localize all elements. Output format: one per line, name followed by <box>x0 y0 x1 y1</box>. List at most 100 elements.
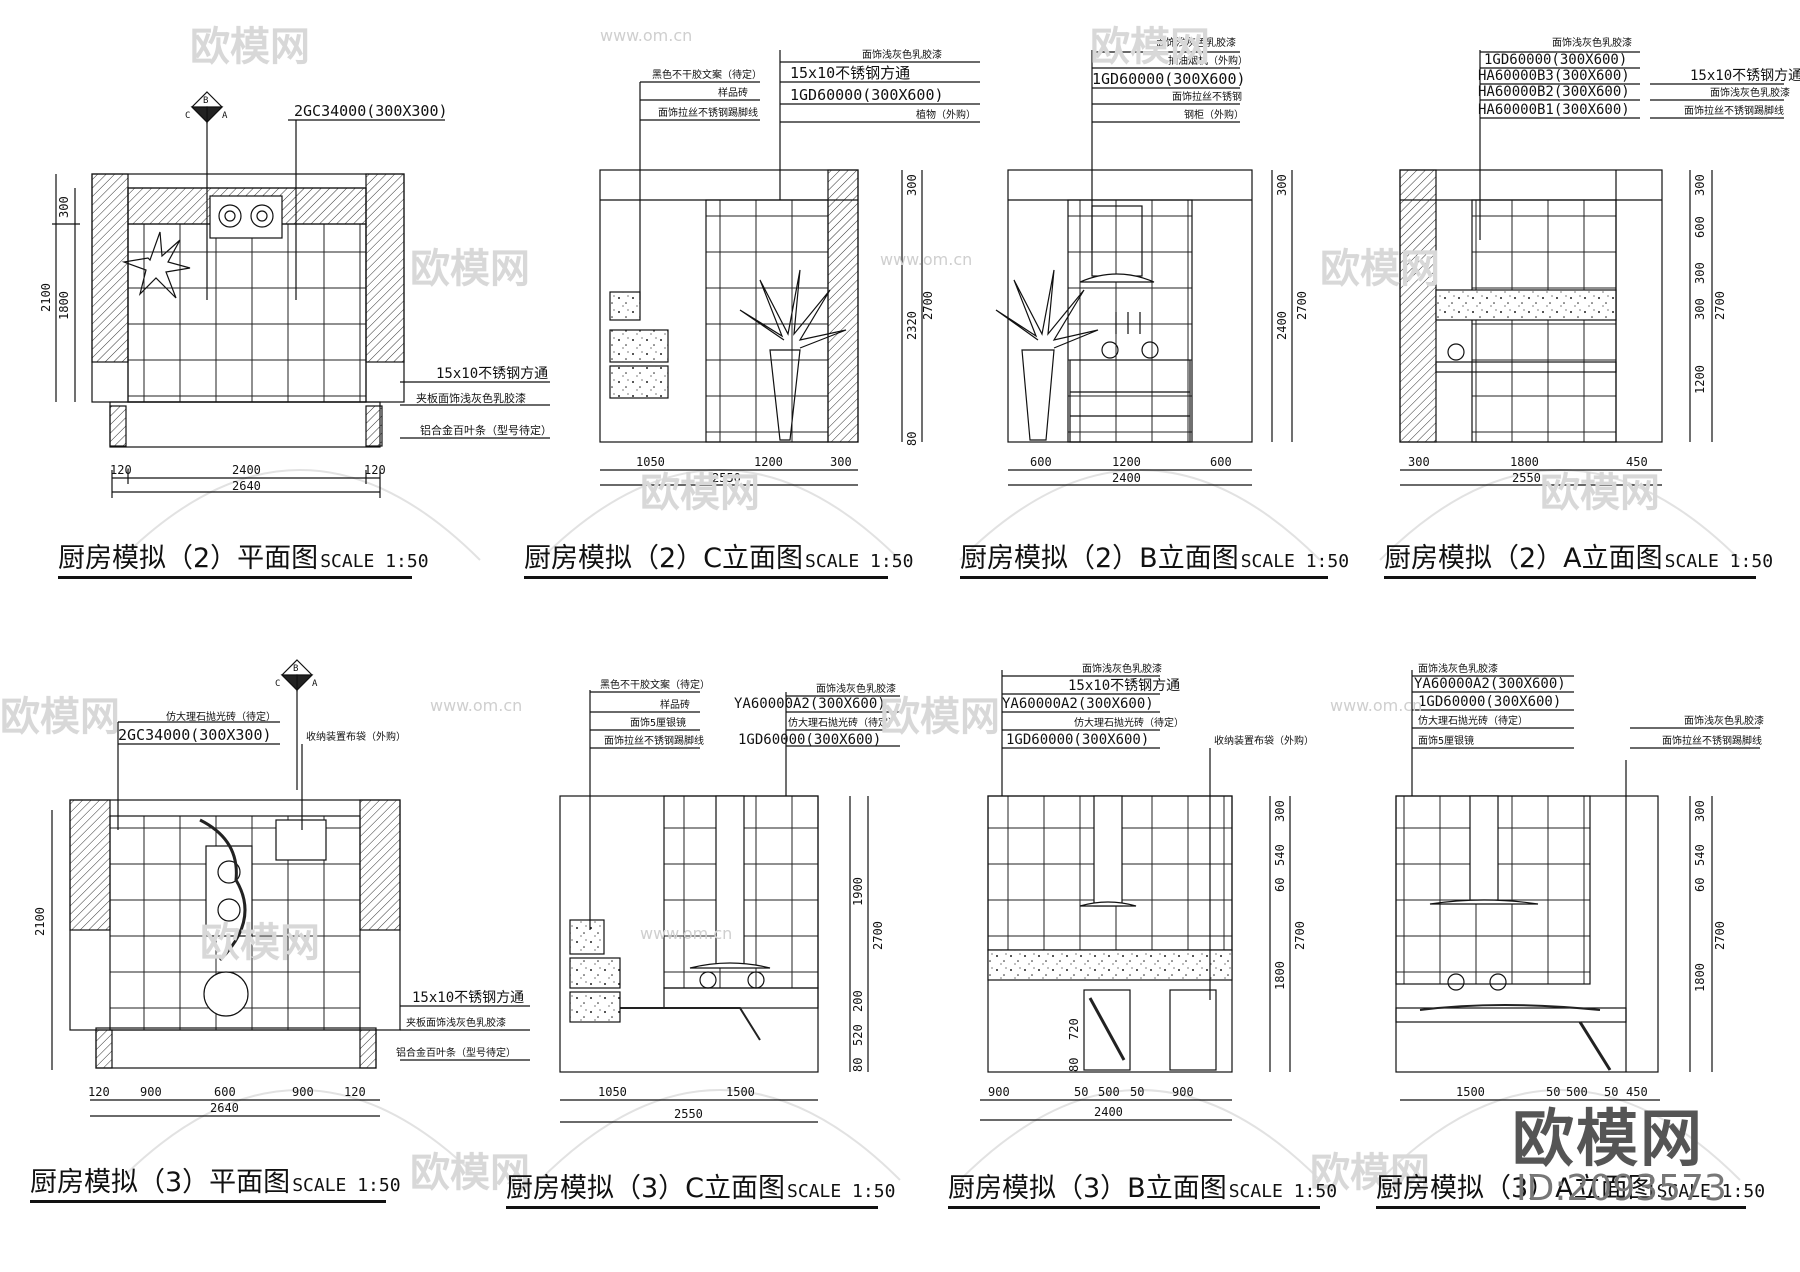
plan2-note-2: 夹板面饰浅灰色乳胶漆 <box>416 391 526 405</box>
b2-dim-b3: 600 <box>1210 455 1232 469</box>
plan3-compass-b: B <box>293 664 298 674</box>
title-a2-scale: SCALE 1:50 <box>1664 551 1774 572</box>
b2-dim-r2: 2400 <box>1275 311 1289 340</box>
c2-note-r4: 植物（外购） <box>916 108 976 121</box>
plan2-compass-a: A <box>222 111 228 121</box>
c2-dim-r1: 300 <box>905 174 919 196</box>
a2-note-r2: 面饰浅灰色乳胶漆 <box>1710 86 1790 99</box>
b3-note-5: 1GD60000(300X600) <box>1006 732 1149 748</box>
b3-note-2: 15x10不锈钢方通 <box>1068 678 1180 694</box>
b2-dim-r3: 2700 <box>1295 291 1309 320</box>
elev-b2 <box>995 50 1293 486</box>
elev-a3 <box>1395 670 1760 1101</box>
a2-dim-b2: 1800 <box>1510 455 1539 469</box>
c3-note-3: 面饰5厘银镜 <box>630 716 686 729</box>
title-plan2-label: 厨房模拟（2）平面图 <box>58 543 319 574</box>
plan3-note-3: 铝合金百叶条（型号待定） <box>396 1046 516 1059</box>
brand-logo: 欧模网 <box>1512 1102 1705 1175</box>
elev-a3-text: 面饰浅灰色乳胶漆 YA60000A2(300X600) 1GD60000(300… <box>1414 662 1764 1099</box>
b2-note-2: 抽油烟机（外购） <box>1168 54 1248 67</box>
a2-dim-b3: 450 <box>1626 455 1648 469</box>
elev-c3 <box>559 690 900 1123</box>
c3-note-4: 面饰拉丝不锈钢踢脚线 <box>604 734 704 747</box>
title-plan2-scale: SCALE 1:50 <box>320 551 429 572</box>
title-plan3-label: 厨房模拟（3）平面图 <box>30 1167 291 1198</box>
brand-id: ID:2093573 <box>1516 1168 1727 1209</box>
a2-dim-r4: 300 <box>1693 298 1707 320</box>
title-a3-label: 厨房模拟（3）A立面图 <box>1376 1173 1655 1204</box>
plan-3-text: B C A 仿大理石抛光砖（待定） 2GC34000(300X300) 收纳装置… <box>33 664 524 1115</box>
b3-dim-r4: 2700 <box>1293 921 1307 950</box>
a3-dim-b4: 50 <box>1604 1085 1618 1099</box>
plan2-dim-b1: 120 <box>110 463 132 477</box>
elev-a2-text: 面饰浅灰色乳胶漆 1GD60000(300X600) HA60000B3(300… <box>1408 36 1800 485</box>
c2-note-r3: 1GD60000(300X600) <box>790 86 944 104</box>
b3-dim-l1: 80 <box>1067 1058 1081 1072</box>
c2-dim-b3: 300 <box>830 455 852 469</box>
plant-icon <box>739 269 847 441</box>
plan2-tile-code: 2GC34000(300X300) <box>294 102 448 120</box>
b3-dim-b2: 50 <box>1074 1085 1088 1099</box>
a3-dim-r2: 540 <box>1693 844 1707 866</box>
b2-note-5: 钢柜（外购） <box>1184 108 1244 121</box>
plan3-dim-b5: 120 <box>344 1085 366 1099</box>
c2-note-r1: 面饰浅灰色乳胶漆 <box>862 48 942 61</box>
c3-note-r2: YA60000A2(300X600) <box>734 696 886 712</box>
b3-dim-b6: 2400 <box>1094 1105 1123 1119</box>
c3-note-r1: 面饰浅灰色乳胶漆 <box>816 682 896 695</box>
c3-dim-r3: 200 <box>851 990 865 1012</box>
a2-dim-b1: 300 <box>1408 455 1430 469</box>
elev-c3-text: 黑色不干胶文案（待定） 样品砖 面饰5厘银镜 面饰拉丝不锈钢踢脚线 面饰浅灰色乳… <box>598 678 898 1121</box>
plan2-compass-c: C <box>185 111 190 121</box>
a3-note-r2: 面饰拉丝不锈钢踢脚线 <box>1662 734 1762 747</box>
plan3-note-t2: 2GC34000(300X300) <box>118 726 272 744</box>
a3-dim-r5: 1800 <box>1693 963 1707 992</box>
a2-note-3: HA60000B3(300X600) <box>1478 68 1630 84</box>
a2-dim-r1: 300 <box>1693 174 1707 196</box>
plan3-note-2: 夹板面饰浅灰色乳胶漆 <box>406 1016 506 1029</box>
a2-note-4: HA60000B2(300X600) <box>1478 84 1630 100</box>
a3-note-1: 面饰浅灰色乳胶漆 <box>1418 662 1498 675</box>
plan2-dim-l1: 300 <box>57 196 71 218</box>
plant-icon <box>995 269 1099 441</box>
b3-note-r1: 收纳装置布袋（外购） <box>1214 734 1314 747</box>
title-a3-scale: SCALE 1:50 <box>1656 1181 1766 1202</box>
b3-dim-b3: 500 <box>1098 1085 1120 1099</box>
elev-c2-text: 黑色不干胶文案（待定） 样品砖 面饰拉丝不锈钢踢脚线 面饰浅灰色乳胶漆 15x1… <box>636 48 976 485</box>
c2-note-r2: 15x10不锈钢方通 <box>790 64 910 82</box>
c3-dim-b2: 1500 <box>726 1085 755 1099</box>
title-c3-label: 厨房模拟（3）C立面图 <box>506 1173 786 1204</box>
plan2-note-3: 铝合金百叶条（型号待定） <box>420 423 552 437</box>
plan2-dim-l2: 2100 <box>39 283 53 312</box>
a3-dim-b5: 450 <box>1626 1085 1648 1099</box>
plan3-dim-b3: 600 <box>214 1085 236 1099</box>
b2-dim-b1: 600 <box>1030 455 1052 469</box>
b3-dim-b1: 900 <box>988 1085 1010 1099</box>
c2-dim-r2: 2700 <box>921 291 935 320</box>
plant-icon <box>121 231 191 299</box>
a3-note-3: 1GD60000(300X600) <box>1418 694 1561 710</box>
elev-c2 <box>599 50 980 486</box>
b2-note-3: 1GD60000(300X600) <box>1092 70 1246 88</box>
a3-note-r1: 面饰浅灰色乳胶漆 <box>1684 714 1764 727</box>
compass-north-icon <box>280 659 314 790</box>
a2-dim-r2: 600 <box>1693 216 1707 238</box>
b3-dim-l2: 720 <box>1067 1018 1081 1040</box>
a3-note-4: 仿大理石抛光砖（待定） <box>1418 714 1528 727</box>
a3-note-2: YA60000A2(300X600) <box>1414 676 1566 692</box>
c2-dim-r3: 2320 <box>905 311 919 340</box>
a2-dim-r5: 1200 <box>1693 365 1707 394</box>
a2-note-5: HA60000B1(300X600) <box>1478 102 1630 118</box>
c3-dim-b1: 1050 <box>598 1085 627 1099</box>
a2-note-2: 1GD60000(300X600) <box>1484 52 1627 68</box>
elev-b3-text: 面饰浅灰色乳胶漆 15x10不锈钢方通 YA60000A2(300X600) 仿… <box>988 662 1314 1119</box>
plan2-dim-b4: 2640 <box>232 479 261 493</box>
b3-note-1: 面饰浅灰色乳胶漆 <box>1082 662 1162 675</box>
b3-dim-r5: 1800 <box>1273 961 1287 990</box>
